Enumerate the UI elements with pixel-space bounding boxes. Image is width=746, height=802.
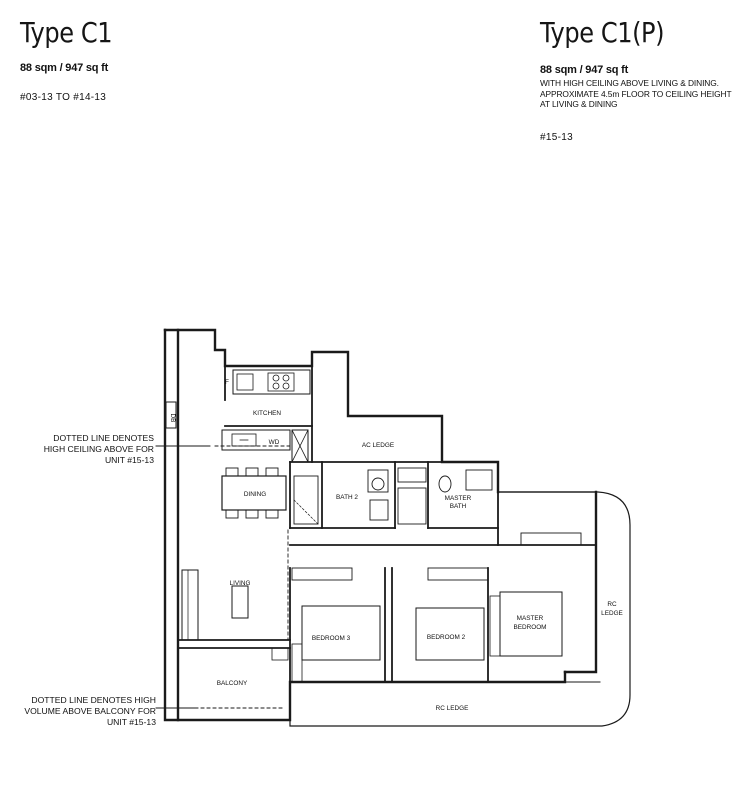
exterior-walls xyxy=(163,328,598,722)
high-ceiling-dotted-lines xyxy=(194,445,291,709)
bedroom-2-label: BEDROOM 2 xyxy=(427,634,466,641)
area-label-penthouse: 88 sqm / 947 sq ft xyxy=(540,64,629,76)
ac-ledge-label: AC LEDGE xyxy=(362,442,394,449)
interior-walls xyxy=(177,365,597,683)
annotation-line: DOTTED LINE DENOTES HIGH xyxy=(31,695,156,705)
unit-number-penthouse: #15-13 xyxy=(540,132,573,143)
type-title: Type C1 xyxy=(20,16,113,49)
wd-label: WD xyxy=(269,439,280,446)
annotation-line: DOTTED LINE DENOTES xyxy=(53,433,154,443)
living-label: LIVING xyxy=(230,580,251,587)
unit-range: #03-13 TO #14-13 xyxy=(20,92,107,103)
master-bedroom-label: BEDROOM xyxy=(513,624,546,631)
type-title-penthouse: Type C1(P) xyxy=(540,16,665,49)
rc-ledge-bottom-label: RC LEDGE xyxy=(436,705,469,712)
annotation-line: UNIT #15-13 xyxy=(106,716,156,727)
balcony-annotation: DOTTED LINE DENOTES HIGH VOLUME ABOVE BA… xyxy=(24,695,156,727)
bedroom-3-label: BEDROOM 3 xyxy=(312,635,351,642)
master-bedroom-label: MASTER xyxy=(517,615,544,622)
balcony-label: BALCONY xyxy=(217,680,248,687)
db-label: DB xyxy=(169,414,176,423)
rc-ledge-side-label: RC xyxy=(607,601,617,608)
annotation-line: HIGH CEILING ABOVE FOR xyxy=(43,443,154,454)
note-line: AT LIVING & DINING xyxy=(540,99,618,110)
rc-ledge-outline xyxy=(289,491,631,727)
bath-2-label: BATH 2 xyxy=(336,494,358,501)
note-line: APPROXIMATE 4.5m FLOOR TO CEILING HEIGHT xyxy=(540,88,732,99)
master-bath-label: BATH xyxy=(450,503,467,510)
kitchen-label: KITCHEN xyxy=(253,410,281,417)
note-line: WITH HIGH CEILING ABOVE LIVING & DINING. xyxy=(540,78,719,88)
annotation-line: VOLUME ABOVE BALCONY FOR xyxy=(24,705,156,716)
rc-ledge-side-label: LEDGE xyxy=(601,610,623,617)
dining-label: DINING xyxy=(244,491,266,498)
ceiling-annotation: DOTTED LINE DENOTES HIGH CEILING ABOVE F… xyxy=(44,433,154,465)
ceiling-height-note: WITH HIGH CEILING ABOVE LIVING & DINING.… xyxy=(540,78,732,110)
master-bath-label: MASTER xyxy=(445,495,472,502)
fridge-label: F xyxy=(225,379,229,386)
annotation-line: UNIT #15-13 xyxy=(104,454,154,465)
area-label: 88 sqm / 947 sq ft xyxy=(20,62,109,74)
